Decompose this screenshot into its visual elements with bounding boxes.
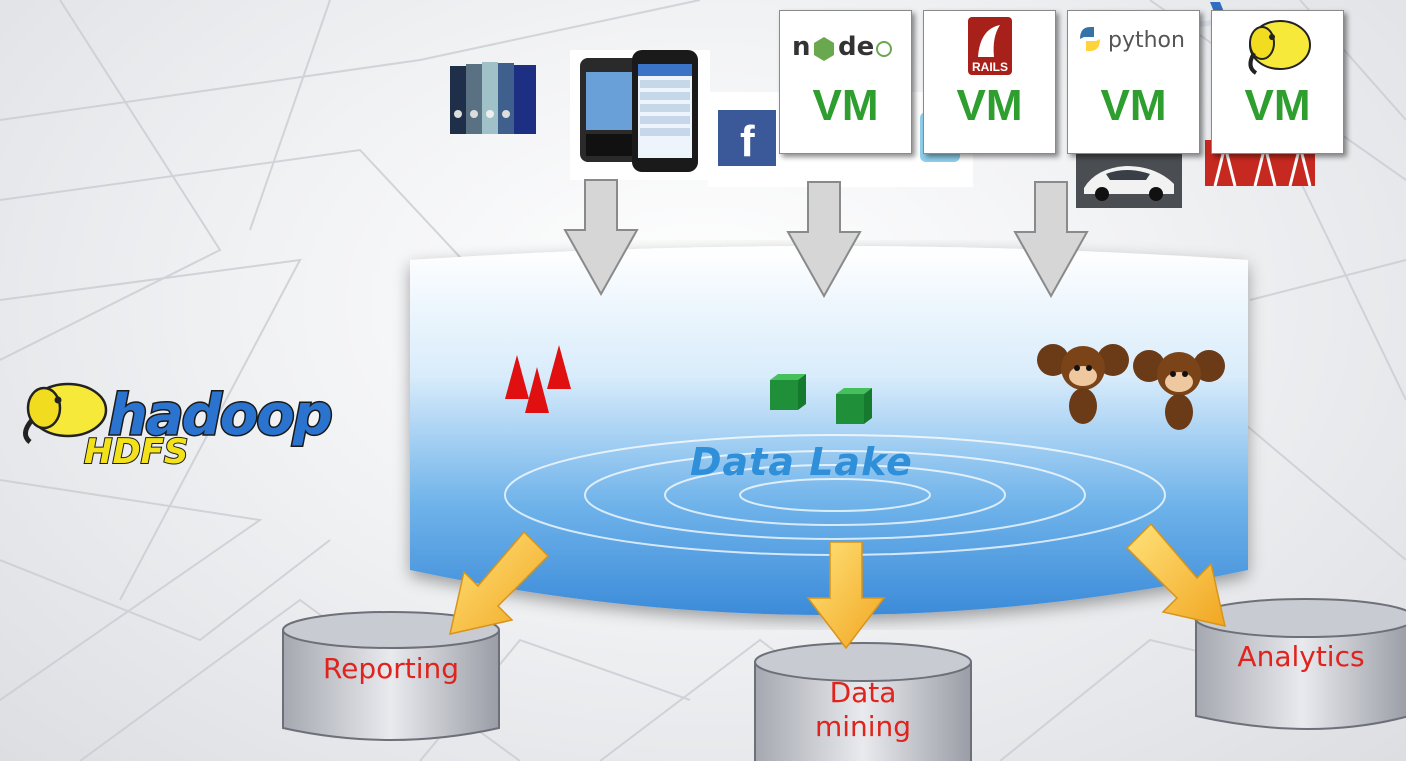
binders-image bbox=[448, 60, 540, 136]
data-mining-label: Data mining bbox=[814, 676, 912, 743]
vm-box-rails: RAILS VM bbox=[923, 10, 1056, 154]
python-logo: python bbox=[1080, 27, 1185, 53]
hadoop-wordmark: hadoop bbox=[107, 382, 335, 450]
input-arrow-3 bbox=[1013, 181, 1089, 298]
input-arrow-2 bbox=[786, 181, 862, 298]
node-js-logo: n de bbox=[792, 32, 892, 62]
data-lake-title: Data Lake bbox=[690, 440, 913, 484]
red-cones bbox=[505, 345, 571, 413]
phones-image bbox=[570, 50, 710, 180]
data-lake-shape bbox=[410, 246, 1248, 615]
svg-text:de: de bbox=[838, 32, 874, 62]
hdfs-wordmark: HDFS bbox=[83, 431, 189, 473]
vm-label: VM bbox=[1100, 81, 1167, 130]
data-mining-cylinder bbox=[754, 642, 972, 761]
input-arrow-1 bbox=[563, 179, 639, 296]
vm-label: VM bbox=[812, 81, 879, 130]
car-image bbox=[1076, 150, 1182, 208]
output-arrow-analytics bbox=[1125, 522, 1226, 627]
vm-box-hadoop: VM bbox=[1211, 10, 1344, 154]
analytics-cylinder bbox=[1194, 598, 1406, 730]
analytics-label: Analytics bbox=[1237, 640, 1365, 673]
green-cubes bbox=[770, 374, 872, 424]
hadoop-elephant-icon bbox=[23, 382, 108, 444]
svg-text:python: python bbox=[1108, 28, 1185, 53]
svg-text:f: f bbox=[740, 117, 755, 166]
hadoop-elephant-logo bbox=[1248, 20, 1311, 75]
vm-box-python: python VM bbox=[1067, 10, 1200, 154]
vm-label: VM bbox=[1244, 81, 1311, 130]
reporting-cylinder bbox=[282, 611, 500, 741]
svg-text:n: n bbox=[792, 32, 811, 62]
monkey-characters bbox=[1037, 344, 1225, 430]
rails-logo: RAILS bbox=[968, 17, 1012, 75]
reporting-label: Reporting bbox=[322, 652, 460, 685]
svg-text:RAILS: RAILS bbox=[972, 60, 1008, 74]
output-arrow-data-mining bbox=[806, 541, 886, 650]
output-arrow-reporting bbox=[449, 530, 550, 635]
vm-box-nodejs: n de VM bbox=[779, 10, 912, 154]
vm-label: VM bbox=[956, 81, 1023, 130]
